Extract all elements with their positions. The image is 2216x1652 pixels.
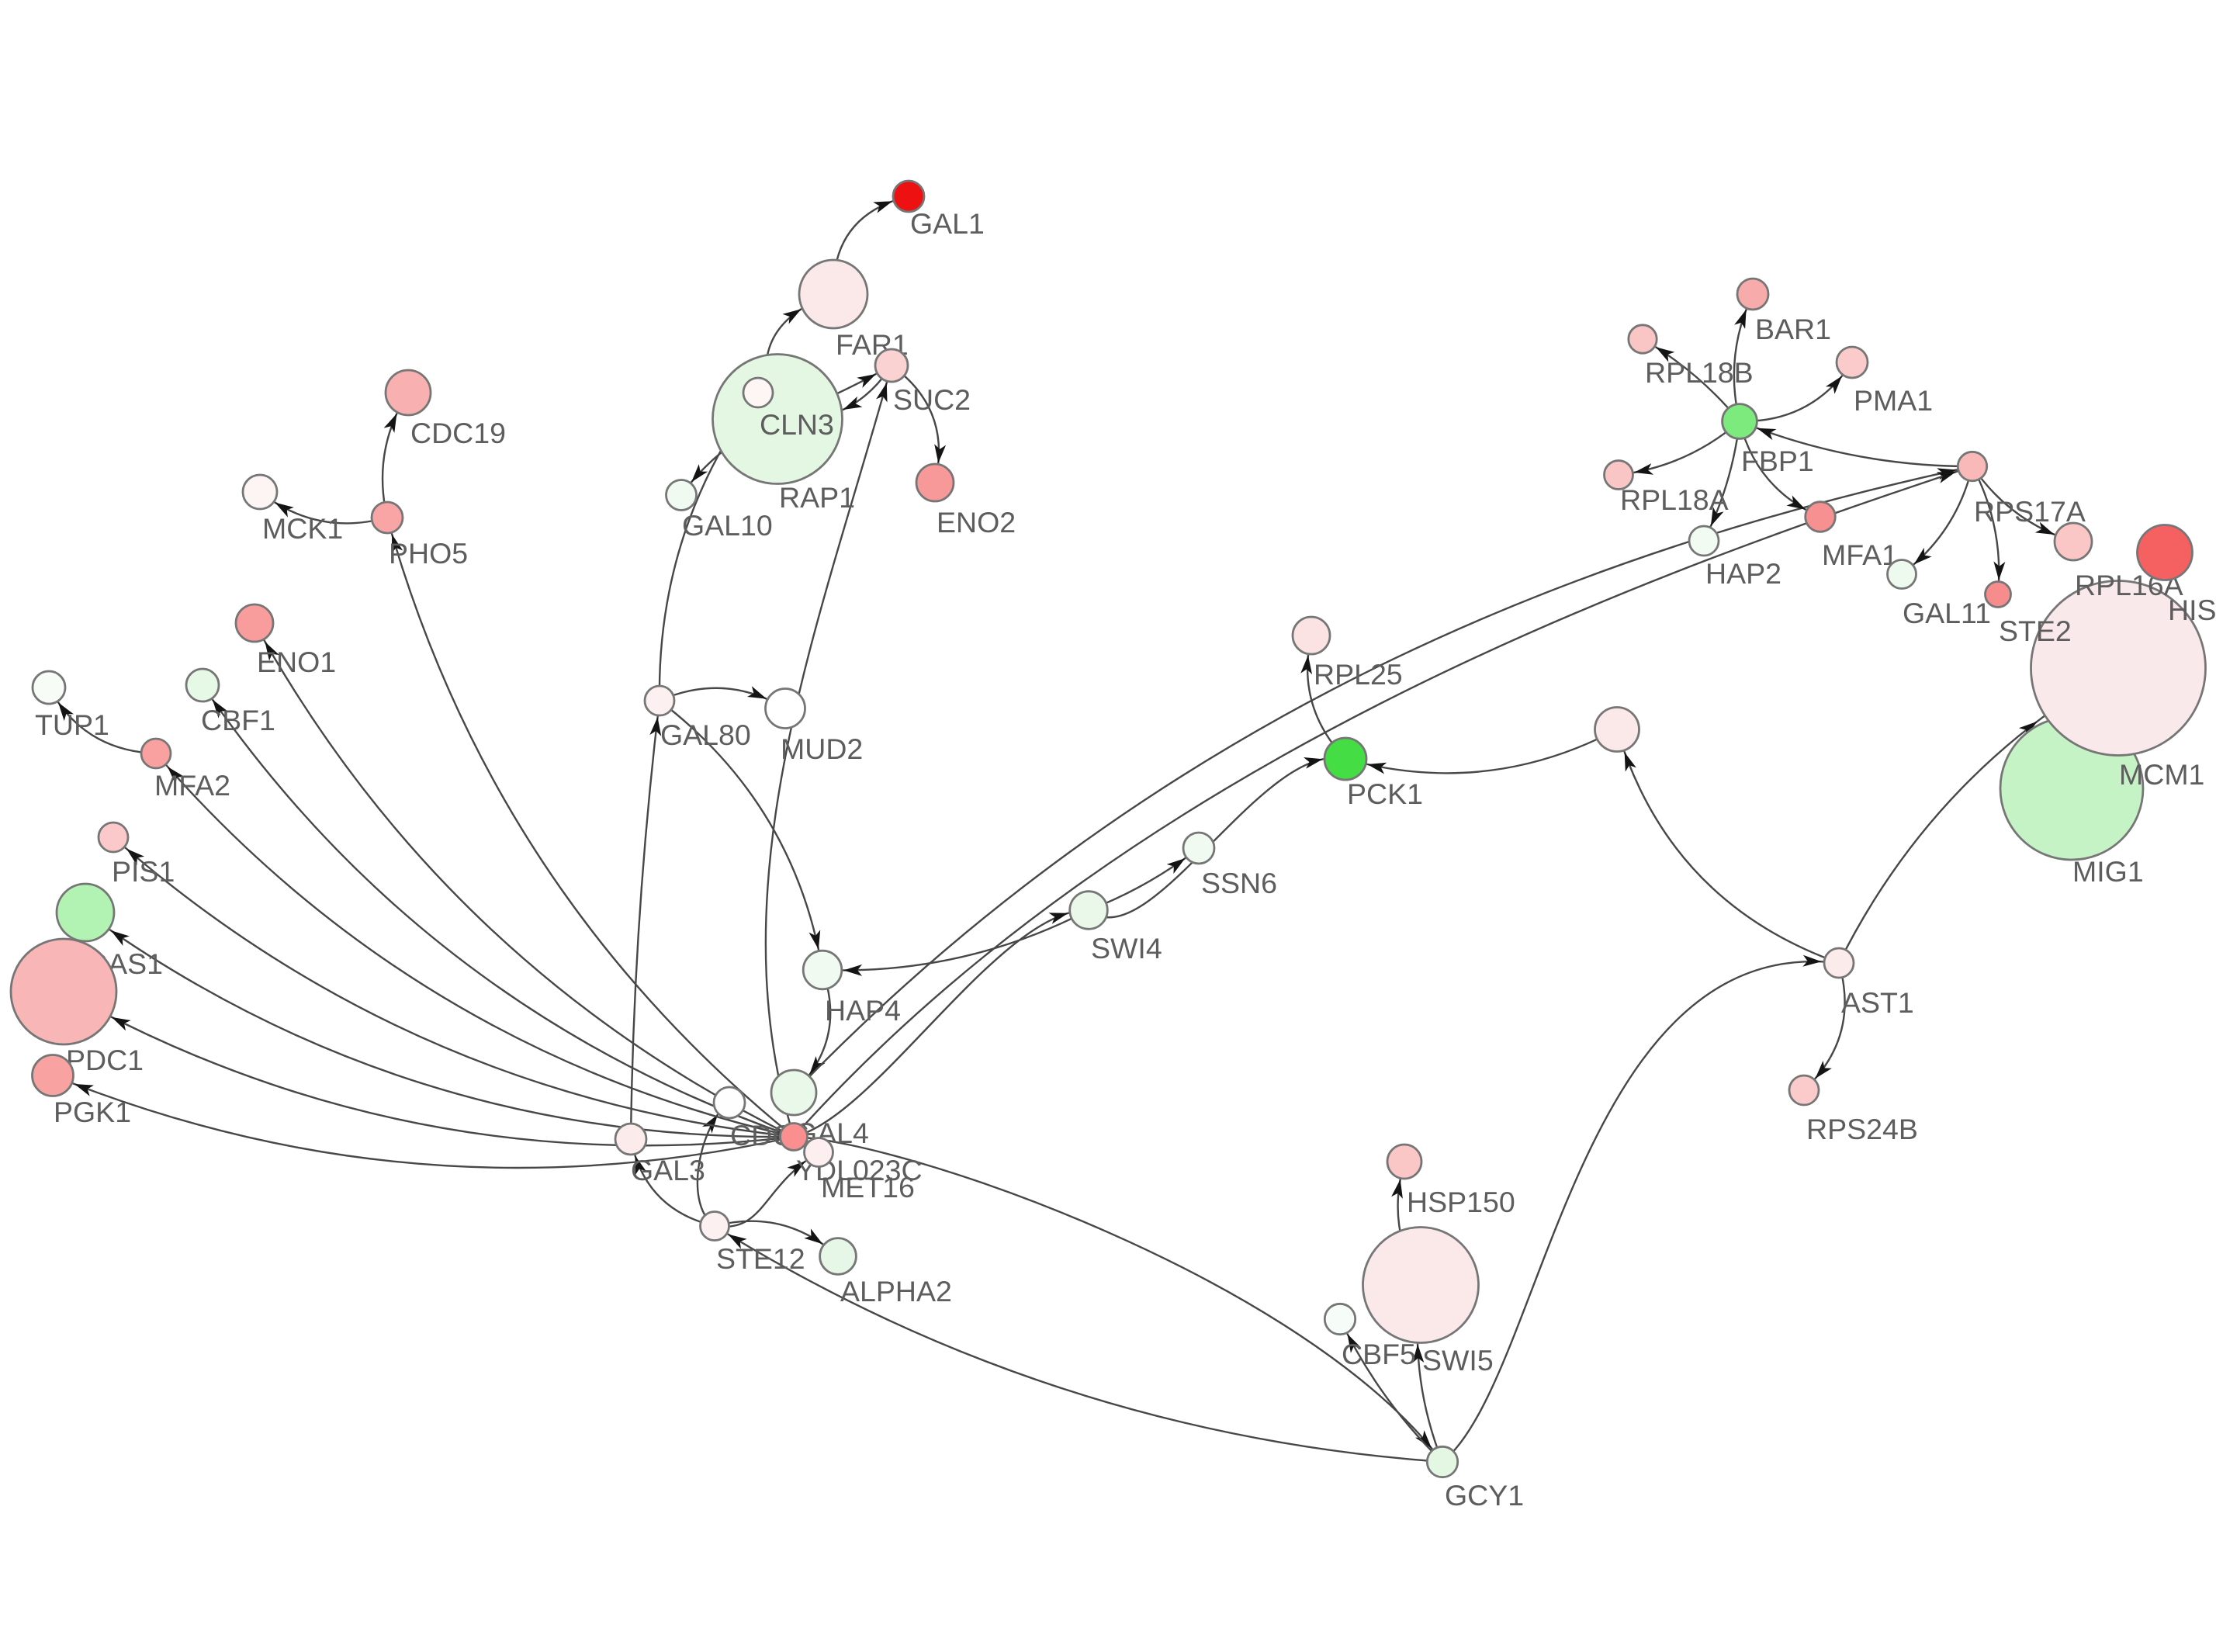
svg-text:SWI4: SWI4 <box>1091 932 1162 965</box>
svg-text:GAL3: GAL3 <box>631 1154 705 1186</box>
svg-text:ENO1: ENO1 <box>257 646 336 678</box>
svg-text:STE12: STE12 <box>716 1242 805 1275</box>
svg-text:CBF5: CBF5 <box>1342 1338 1416 1370</box>
svg-text:SSN6: SSN6 <box>1201 867 1277 899</box>
svg-text:PDC1: PDC1 <box>66 1044 144 1076</box>
svg-text:GAL10: GAL10 <box>682 509 773 542</box>
svg-text:RPL18B: RPL18B <box>1645 356 1754 389</box>
svg-text:SUC2: SUC2 <box>893 383 971 416</box>
svg-text:FBP1: FBP1 <box>1741 445 1814 477</box>
svg-text:GCY1: GCY1 <box>1445 1479 1524 1512</box>
svg-text:CBF1: CBF1 <box>201 704 275 736</box>
svg-text:ENO2: ENO2 <box>937 506 1016 539</box>
svg-text:PCK1: PCK1 <box>1347 778 1423 810</box>
svg-text:MUD2: MUD2 <box>781 732 863 765</box>
svg-text:MET16: MET16 <box>821 1171 915 1204</box>
svg-text:ALPHA2: ALPHA2 <box>840 1275 952 1307</box>
svg-text:MCM1: MCM1 <box>2119 758 2204 791</box>
svg-text:HIS4: HIS4 <box>2168 594 2216 626</box>
svg-text:RAP1: RAP1 <box>779 481 855 514</box>
svg-text:MFA1: MFA1 <box>1822 539 1898 571</box>
svg-text:RPS24B: RPS24B <box>1806 1113 1918 1145</box>
svg-text:RPS17A: RPS17A <box>1974 495 2086 528</box>
svg-text:MIG1: MIG1 <box>2072 855 2144 888</box>
svg-text:HSP150: HSP150 <box>1407 1186 1515 1218</box>
svg-text:STE2: STE2 <box>1999 615 2072 647</box>
svg-text:TUP1: TUP1 <box>35 708 109 741</box>
svg-text:HAP2: HAP2 <box>1705 557 1781 590</box>
svg-text:GAL11: GAL11 <box>1903 597 1991 629</box>
svg-text:CLN3: CLN3 <box>760 408 834 441</box>
svg-text:PGK1: PGK1 <box>54 1096 131 1128</box>
svg-text:PMA1: PMA1 <box>1854 384 1933 417</box>
svg-text:SWI5: SWI5 <box>1422 1344 1494 1377</box>
svg-text:GAL1: GAL1 <box>910 207 985 240</box>
svg-text:PIS1: PIS1 <box>112 855 175 888</box>
svg-text:PHO5: PHO5 <box>389 537 468 570</box>
svg-text:BAR1: BAR1 <box>1755 313 1831 345</box>
svg-text:GAL80: GAL80 <box>660 719 751 751</box>
svg-text:RPL25: RPL25 <box>1314 658 1403 691</box>
svg-text:MCK1: MCK1 <box>262 512 343 545</box>
svg-text:MFA2: MFA2 <box>154 769 230 802</box>
svg-text:HAP4: HAP4 <box>825 994 901 1027</box>
svg-text:CDC19: CDC19 <box>410 417 506 449</box>
svg-text:RPL18A: RPL18A <box>1620 483 1729 516</box>
svg-text:AST1: AST1 <box>1841 986 1914 1019</box>
